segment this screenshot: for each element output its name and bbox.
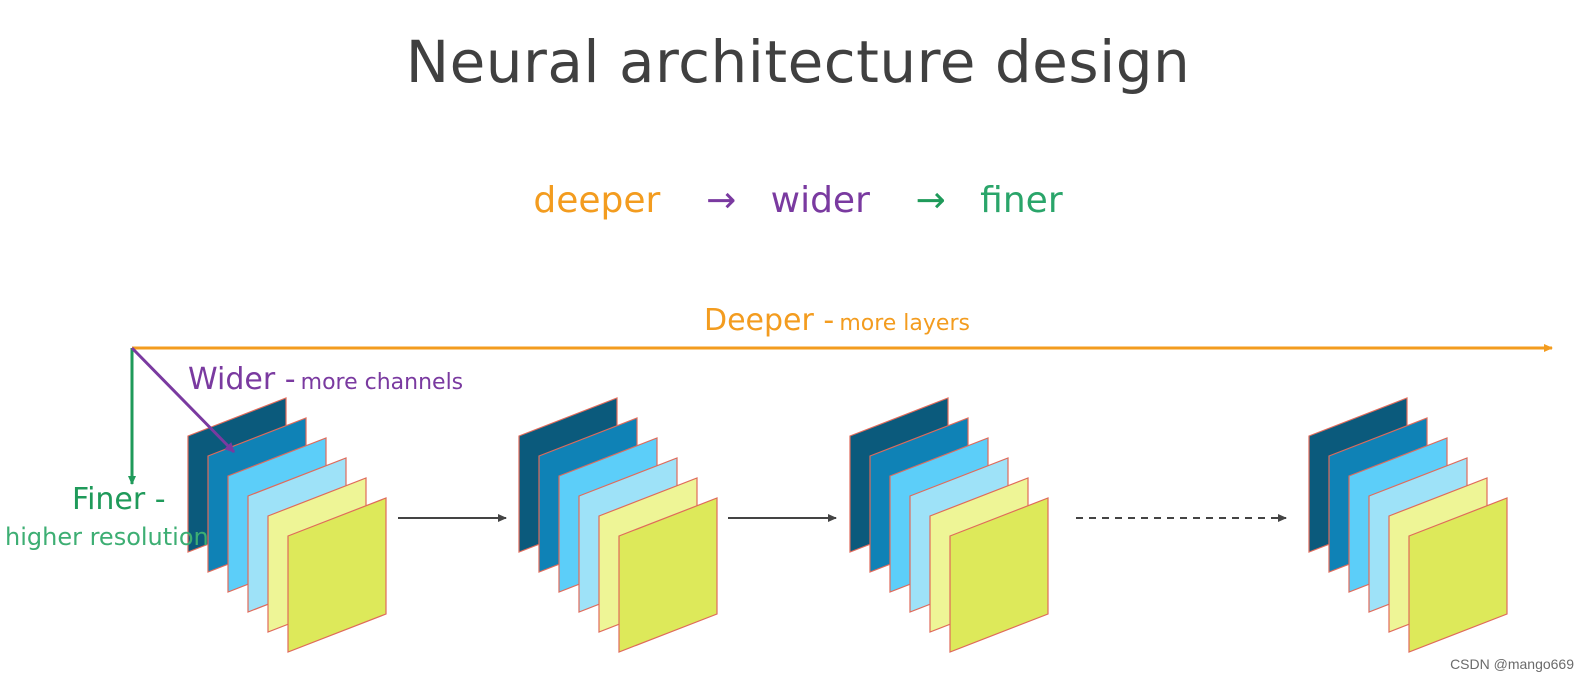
progression-wider: wider (770, 180, 870, 221)
wider-label-main: Wider - (188, 362, 296, 397)
wider-label-sub: more channels (300, 370, 464, 395)
progression-arrow-1: → (706, 180, 737, 221)
layer-stack-1 (187, 397, 387, 653)
progression-arrow-2: → (915, 180, 946, 221)
finer-label-sub: higher resolution (5, 523, 209, 551)
layer-stack-2 (518, 397, 718, 653)
wider-axis-arrow (130, 346, 236, 454)
deeper-label-main: Deeper - (704, 303, 835, 338)
progression-deeper: deeper (533, 180, 661, 221)
progression-line: deeper → wider → finer (0, 180, 1596, 221)
wider-label: Wider - more channels (188, 362, 463, 397)
feature-map-sheet (618, 497, 718, 653)
progression-finer: finer (980, 180, 1063, 221)
layer-stacks (187, 397, 1508, 653)
feature-map-sheet (949, 497, 1049, 653)
finer-label-main: Finer - (72, 482, 166, 517)
layer-stack-4 (1308, 397, 1508, 653)
feature-map-sheet (287, 497, 387, 653)
credit-watermark: CSDN @mango669 (1450, 656, 1574, 672)
page-title: Neural architecture design (405, 28, 1191, 96)
deeper-label-sub: more layers (839, 311, 970, 336)
layer-stack-3 (849, 397, 1049, 653)
feature-map-sheet (1408, 497, 1508, 653)
deeper-label: Deeper - more layers (704, 303, 970, 338)
